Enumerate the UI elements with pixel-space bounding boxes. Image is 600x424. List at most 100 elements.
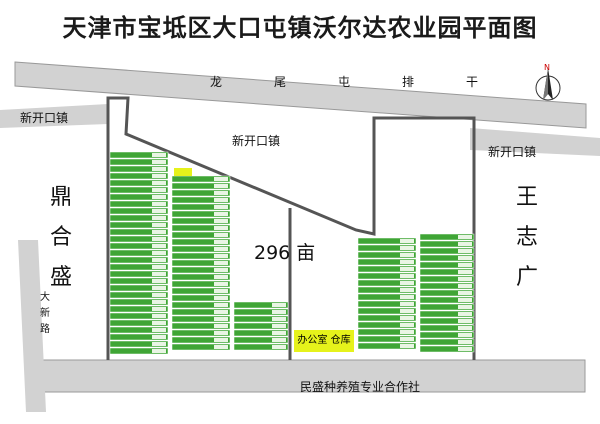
greenhouse-strip <box>109 165 169 173</box>
greenhouse-strip <box>357 314 417 322</box>
greenhouse-strip <box>419 296 475 304</box>
greenhouse-strip-tag <box>214 268 228 272</box>
greenhouse-strip-tag <box>152 321 166 325</box>
greenhouse-strip <box>419 289 475 297</box>
greenhouse-strip <box>109 179 169 187</box>
yellow-marker <box>174 168 192 176</box>
greenhouse-strip <box>419 324 475 332</box>
greenhouse-strip-tag <box>458 291 472 295</box>
greenhouse-strip-tag <box>152 258 166 262</box>
greenhouse-strip-tag <box>214 212 228 216</box>
greenhouse-strip-tag <box>214 310 228 314</box>
greenhouse-strip-tag <box>458 298 472 302</box>
greenhouse-strip-tag <box>400 302 414 306</box>
greenhouse-strip <box>109 263 169 271</box>
greenhouse-strip <box>419 275 475 283</box>
greenhouse-strip-tag <box>214 226 228 230</box>
greenhouse-strip-tag <box>458 305 472 309</box>
greenhouse-strip <box>171 245 231 253</box>
greenhouse-strip <box>109 277 169 285</box>
greenhouse-strip-tag <box>458 284 472 288</box>
greenhouse-strip-tag <box>400 330 414 334</box>
greenhouse-strip <box>171 315 231 323</box>
greenhouse-strip <box>109 256 169 264</box>
greenhouse-strip <box>419 345 475 353</box>
greenhouse-strip-tag <box>152 307 166 311</box>
greenhouse-strip-tag <box>458 333 472 337</box>
greenhouse-strip-tag <box>152 209 166 213</box>
greenhouse-strip <box>419 268 475 276</box>
greenhouse-strip <box>171 343 231 351</box>
north-arrow-icon: N <box>530 62 566 112</box>
greenhouse-strip-tag <box>458 235 472 239</box>
greenhouse-strip <box>171 224 231 232</box>
greenhouse-strip-tag <box>458 312 472 316</box>
greenhouse-strip <box>109 340 169 348</box>
greenhouse-strip-tag <box>458 263 472 267</box>
greenhouse-strip-tag <box>214 247 228 251</box>
greenhouse-strip-tag <box>152 181 166 185</box>
greenhouse-strip-tag <box>214 254 228 258</box>
greenhouse-strip-tag <box>400 239 414 243</box>
greenhouse-strip-tag <box>214 191 228 195</box>
greenhouse-strip <box>109 319 169 327</box>
greenhouse-strip-tag <box>400 337 414 341</box>
greenhouse-strip <box>233 322 289 330</box>
greenhouse-strip-tag <box>152 335 166 339</box>
greenhouse-strip <box>171 189 231 197</box>
greenhouse-strip-tag <box>214 345 228 349</box>
greenhouse-strip-tag <box>152 265 166 269</box>
greenhouse-strip-tag <box>214 275 228 279</box>
greenhouse-strip-tag <box>458 340 472 344</box>
greenhouse-strip <box>419 317 475 325</box>
greenhouse-strip <box>109 200 169 208</box>
greenhouse-strip-tag <box>152 223 166 227</box>
greenhouse-strip <box>233 301 289 309</box>
greenhouse-strip <box>109 347 169 355</box>
town-label-left: 新开口镇 <box>20 111 69 125</box>
greenhouse-strip <box>171 329 231 337</box>
greenhouse-strip-tag <box>152 153 166 157</box>
greenhouse-strip <box>171 301 231 309</box>
greenhouse-strip-tag <box>400 295 414 299</box>
greenhouse-strip <box>171 336 231 344</box>
greenhouse-strip-tag <box>272 324 286 328</box>
greenhouse-strip-tag <box>214 198 228 202</box>
greenhouse-strip-tag <box>214 282 228 286</box>
greenhouse-strip-tag <box>214 289 228 293</box>
greenhouse-strip-tag <box>152 272 166 276</box>
greenhouse-strip-tag <box>458 326 472 330</box>
road-label-left: 大新路 <box>40 292 50 335</box>
greenhouse-strip-tag <box>400 323 414 327</box>
greenhouse-strip <box>419 310 475 318</box>
greenhouse-strip-tag <box>214 205 228 209</box>
greenhouse-strip <box>419 247 475 255</box>
greenhouse-strip <box>171 322 231 330</box>
greenhouse-strip-tag <box>152 167 166 171</box>
greenhouse-strip-tag <box>152 244 166 248</box>
greenhouse-strip <box>109 284 169 292</box>
greenhouse-strip-tag <box>214 261 228 265</box>
greenhouse-strip <box>171 252 231 260</box>
greenhouse-strip <box>171 182 231 190</box>
greenhouse-strip <box>171 280 231 288</box>
greenhouse-strip <box>171 294 231 302</box>
greenhouse-strip <box>357 307 417 315</box>
greenhouse-strip-tag <box>458 256 472 260</box>
greenhouse-strip-tag <box>214 219 228 223</box>
greenhouse-strip-tag <box>458 347 472 351</box>
greenhouse-strip-tag <box>272 338 286 342</box>
greenhouse-strip-tag <box>272 310 286 314</box>
greenhouse-strip-tag <box>272 317 286 321</box>
greenhouse-strip <box>357 342 417 350</box>
greenhouse-strip <box>109 193 169 201</box>
greenhouse-strip <box>357 279 417 287</box>
greenhouse-strip-tag <box>152 286 166 290</box>
greenhouse-strip <box>171 196 231 204</box>
greenhouse-strip <box>109 291 169 299</box>
top-road <box>14 61 587 129</box>
greenhouse-strip-tag <box>458 242 472 246</box>
greenhouse-strip <box>109 270 169 278</box>
greenhouse-strip <box>171 287 231 295</box>
